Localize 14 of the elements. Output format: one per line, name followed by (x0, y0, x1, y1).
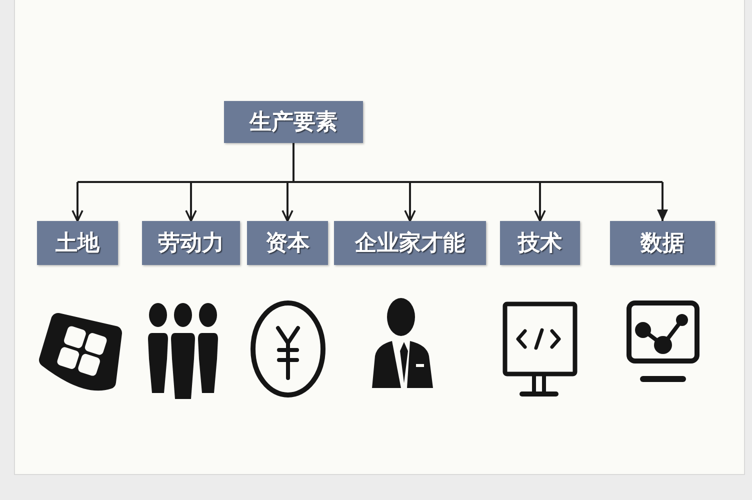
category-box: 技术 (500, 221, 580, 265)
category-box: 资本 (247, 221, 328, 265)
arrow (72, 182, 84, 222)
category-box: 数据 (610, 221, 715, 265)
root-box: 生产要素 (224, 101, 363, 143)
category-box: 劳动力 (142, 221, 240, 265)
category-box: 土地 (37, 221, 118, 265)
arrow (534, 182, 546, 222)
arrow (657, 182, 668, 222)
arrow (282, 182, 294, 222)
arrow (404, 182, 416, 222)
category-box: 企业家才能 (334, 221, 486, 265)
arrow (76, 142, 664, 183)
arrow (185, 182, 197, 222)
